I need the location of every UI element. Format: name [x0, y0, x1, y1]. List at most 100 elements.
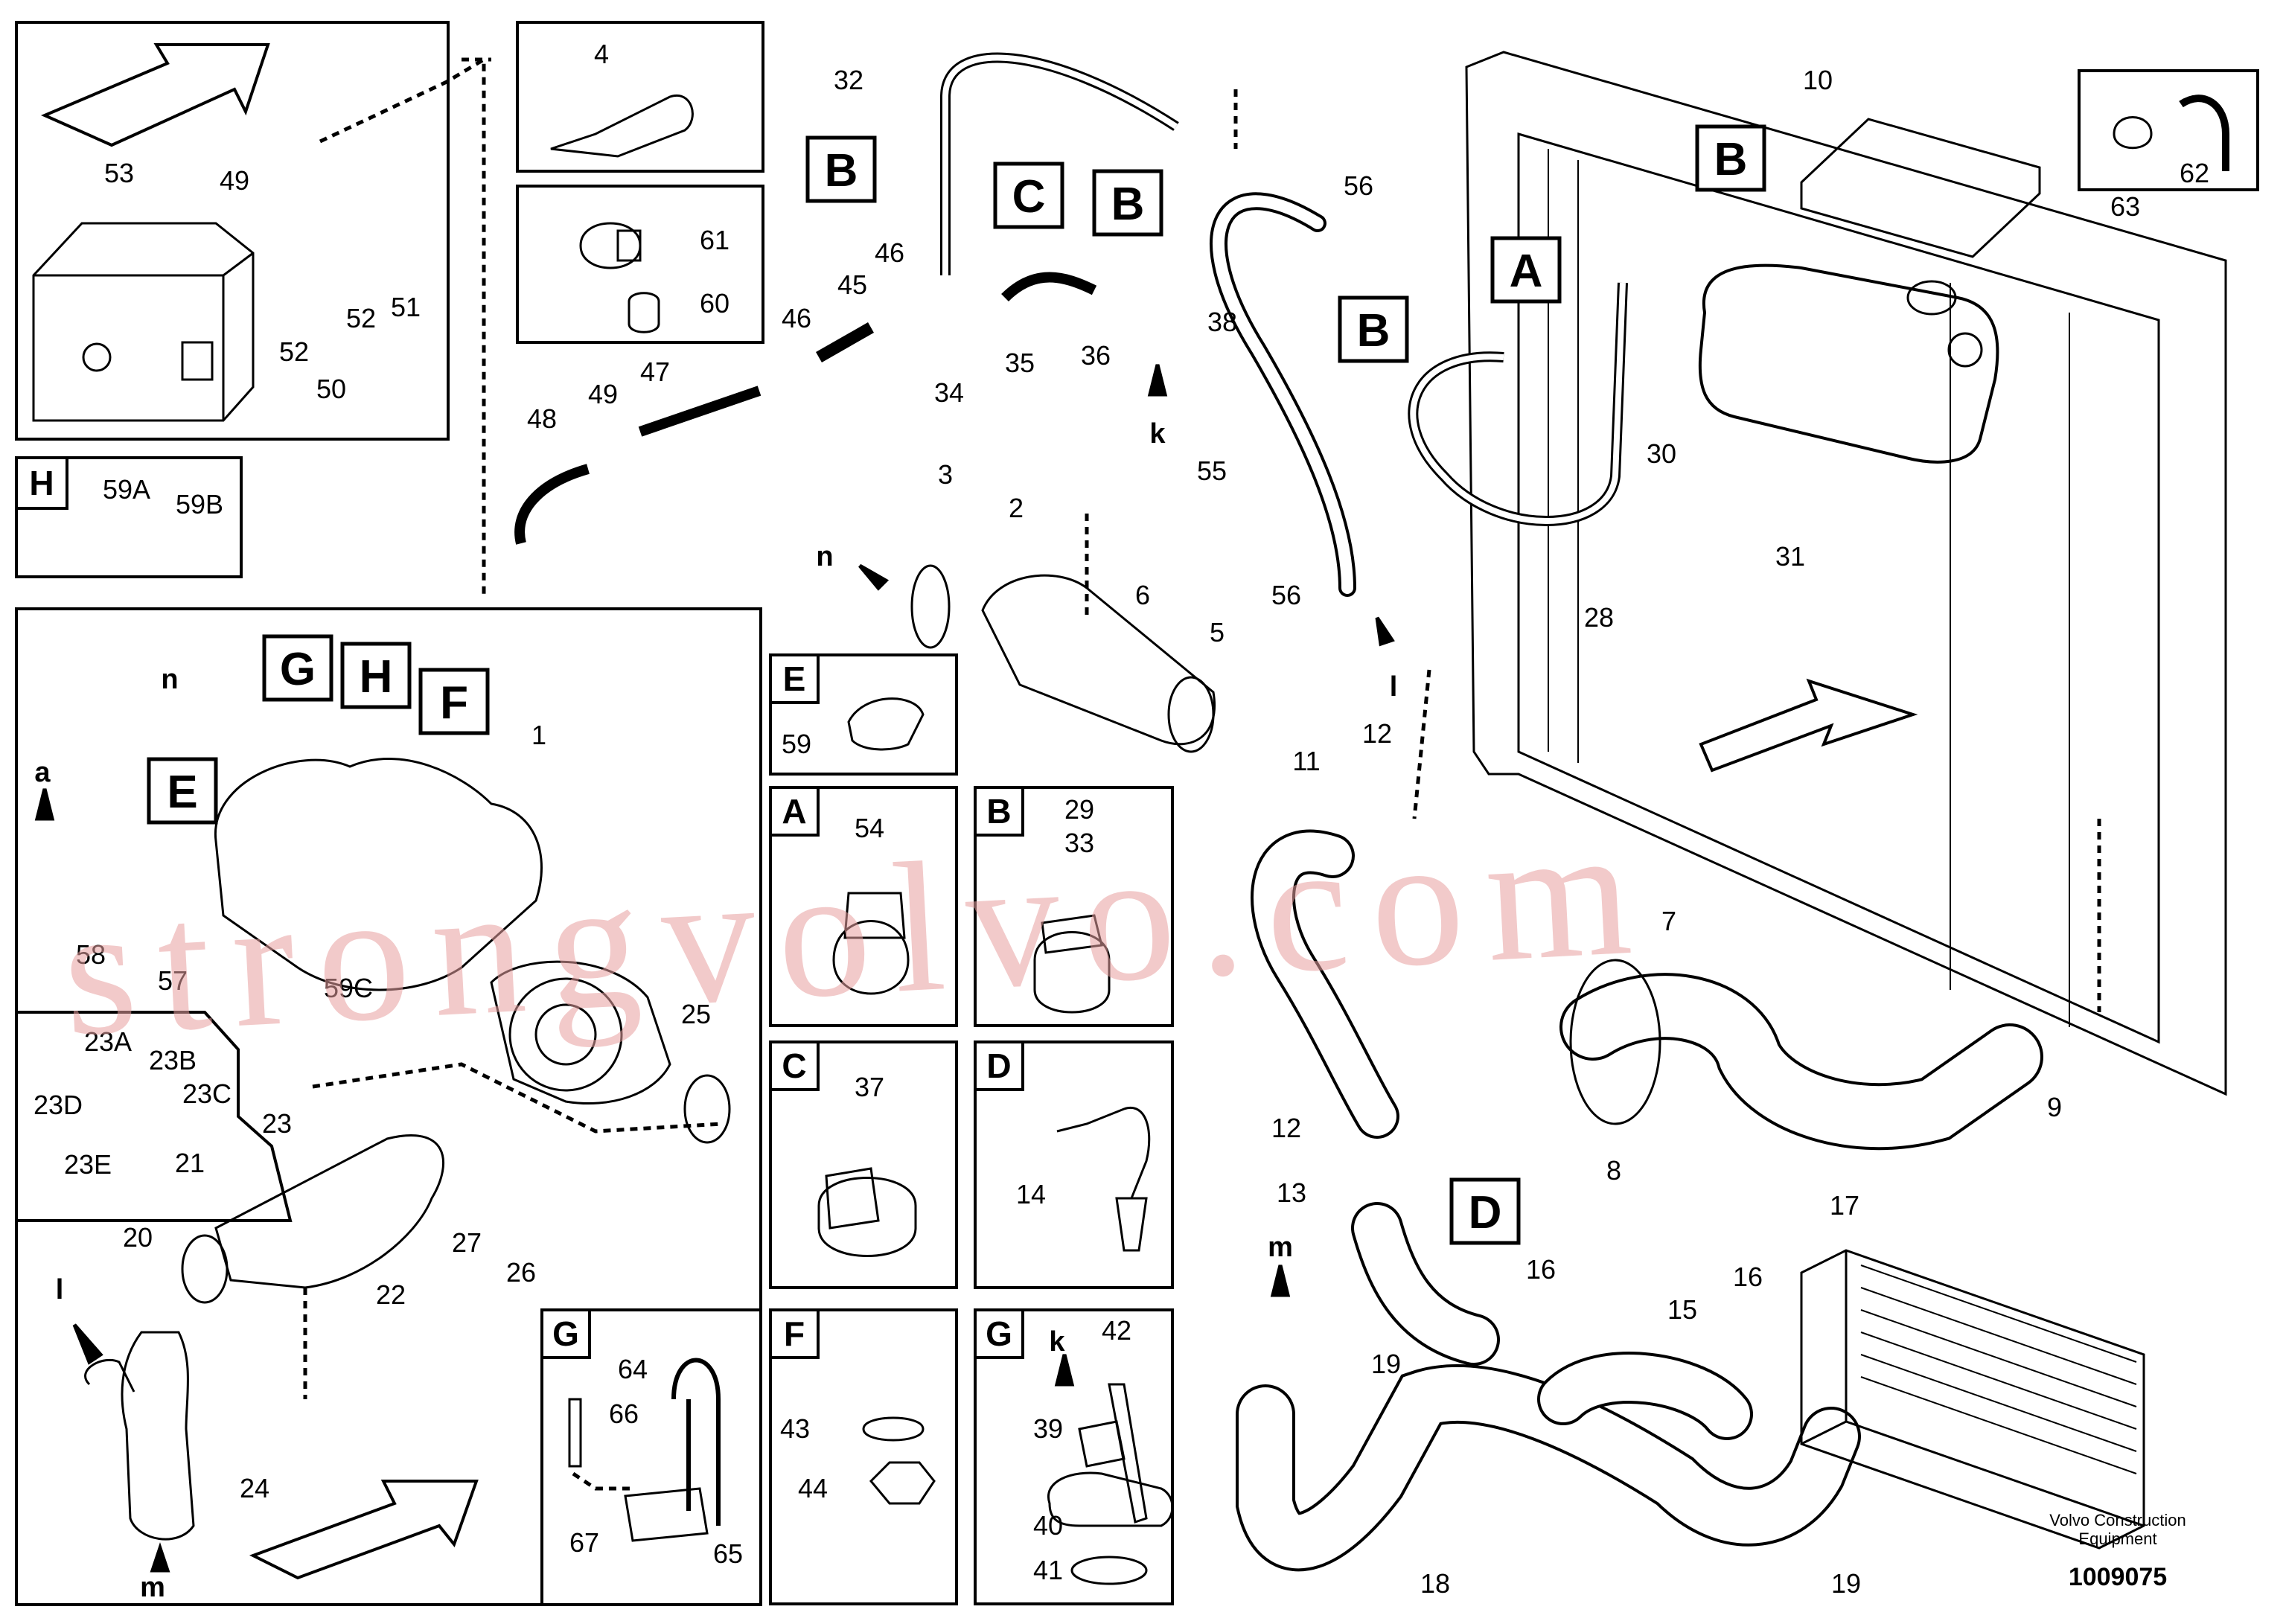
- oil-cooler-17: [1800, 1249, 2145, 1550]
- callout-boxes: [147, 124, 1766, 1245]
- callout-letter-5: B: [1357, 305, 1391, 357]
- dash-radiator: [1412, 669, 1431, 819]
- label-35: 35: [1005, 348, 1035, 378]
- direction-arrow-top-left-icon: [40, 43, 270, 147]
- label-60: 60: [700, 288, 729, 319]
- label-49-head: 49: [220, 165, 249, 196]
- gasket-41: [1070, 1556, 1148, 1585]
- label-51: 51: [391, 292, 421, 322]
- label-18: 18: [1420, 1568, 1450, 1599]
- label-25: 25: [681, 999, 711, 1029]
- radiator-core-lines: [1548, 149, 2070, 1027]
- callout-letter-2: C: [1012, 171, 1046, 223]
- label-13: 13: [1277, 1177, 1306, 1208]
- callout-box-6: [1695, 124, 1766, 192]
- expansion-tank-body: [1698, 263, 1999, 464]
- label-19-left: 19: [1371, 1349, 1401, 1379]
- label-a: a: [34, 757, 51, 788]
- callout-box-3: [1092, 169, 1163, 237]
- box-letter-C: C: [782, 1046, 806, 1085]
- pipe-20: [121, 1331, 195, 1541]
- label-58: 58: [76, 939, 106, 970]
- radiator-inner: [1517, 132, 2160, 1044]
- box-F: [769, 1308, 958, 1605]
- label-45: 45: [837, 269, 867, 300]
- hose-47: [638, 386, 762, 437]
- o-ring-21: [181, 1234, 229, 1304]
- label-23: 23: [262, 1108, 292, 1139]
- clamp-29-33: [1033, 914, 1111, 1014]
- label-44: 44: [798, 1473, 828, 1503]
- dashed-leaders: [303, 56, 2101, 1491]
- labels-main: 32 46 45 46 34 35 36 38 k 48 49 47 3 2 n…: [527, 65, 2062, 1599]
- label-14: 14: [1016, 1179, 1046, 1209]
- tag-box-A: [769, 786, 820, 837]
- washer-43: [862, 1416, 925, 1442]
- dash-cylinder-head: [319, 56, 486, 595]
- label-20: 20: [123, 1222, 153, 1253]
- box-clamp-63: [2078, 69, 2259, 191]
- clamp-59: [847, 697, 925, 751]
- callout-letter-1: B: [825, 145, 858, 196]
- hose-55-inner: [1213, 195, 1353, 594]
- tag-box-G-small: [974, 1308, 1024, 1359]
- label-50: 50: [316, 374, 346, 404]
- hose-48: [514, 464, 590, 545]
- label-40: 40: [1033, 1510, 1063, 1541]
- label-9: 9: [2047, 1092, 2062, 1122]
- label-2: 2: [1009, 493, 1024, 523]
- flange-65: [624, 1487, 709, 1542]
- clamp-63: [2113, 116, 2153, 150]
- watermark: strongvolvo.com: [58, 786, 1658, 1075]
- label-16-left: 16: [1526, 1254, 1556, 1285]
- label-33: 33: [1064, 828, 1094, 858]
- tag-box-G-pipe: [540, 1308, 591, 1359]
- label-k: k: [1149, 418, 1166, 450]
- label-17: 17: [1830, 1190, 1859, 1221]
- arrow-l-left: [72, 1323, 103, 1365]
- cylinder-head-body: [32, 222, 255, 422]
- box-E: [769, 653, 958, 776]
- box-B: [974, 786, 1174, 1027]
- label-m-pump: m: [140, 1572, 165, 1603]
- arrow-k-box: [1054, 1354, 1075, 1387]
- arrow-m-bottom: [150, 1542, 170, 1573]
- box-letter-B: B: [986, 792, 1011, 831]
- label-47: 47: [640, 357, 670, 387]
- arrow-n: [858, 563, 890, 591]
- callout-letter-3: B: [1111, 179, 1145, 230]
- tube-4: [550, 94, 694, 158]
- label-m: m: [1268, 1232, 1293, 1263]
- box-C: [769, 1040, 958, 1289]
- hose-45: [816, 322, 874, 362]
- label-21: 21: [175, 1148, 205, 1178]
- labels-cylinder-head: 53 49 50 51 52 52: [104, 158, 421, 404]
- label-46-right: 46: [875, 237, 904, 268]
- pipe-20-stub: [84, 1358, 135, 1393]
- label-6: 6: [1135, 580, 1150, 610]
- label-26: 26: [506, 1257, 536, 1288]
- hose-32-inner: [942, 54, 1178, 275]
- sensor-14: [1056, 1106, 1151, 1252]
- hose-15-inner: [1540, 1355, 1750, 1437]
- label-67: 67: [569, 1527, 599, 1558]
- bolt-66: [568, 1398, 582, 1468]
- line-art: [32, 43, 2229, 1585]
- oil-cooler-fins: [1860, 1265, 2137, 1474]
- box-A: [769, 786, 958, 1027]
- callout-box-5: [1338, 295, 1409, 363]
- labels-main-pump: a n 58 57 59C 1 25 23 22 27 26 21 20 24 …: [34, 664, 711, 1603]
- tag-box-B: [974, 786, 1024, 837]
- label-23E: 23E: [64, 1149, 112, 1180]
- flange-8: [1569, 959, 1661, 1125]
- box-letter-text: H E A B C D F G G: [29, 464, 1012, 1353]
- footer-brand-line1: Volvo Construction: [2049, 1511, 2186, 1529]
- direction-arrow-radiator-icon: [1699, 678, 1918, 773]
- label-39: 39: [1033, 1413, 1063, 1444]
- clamp-37: [817, 1167, 917, 1257]
- callout-box-2: [993, 162, 1064, 229]
- callout-box-4: [1490, 236, 1562, 304]
- pump-gear: [508, 977, 623, 1092]
- callout-box-9: [418, 668, 490, 735]
